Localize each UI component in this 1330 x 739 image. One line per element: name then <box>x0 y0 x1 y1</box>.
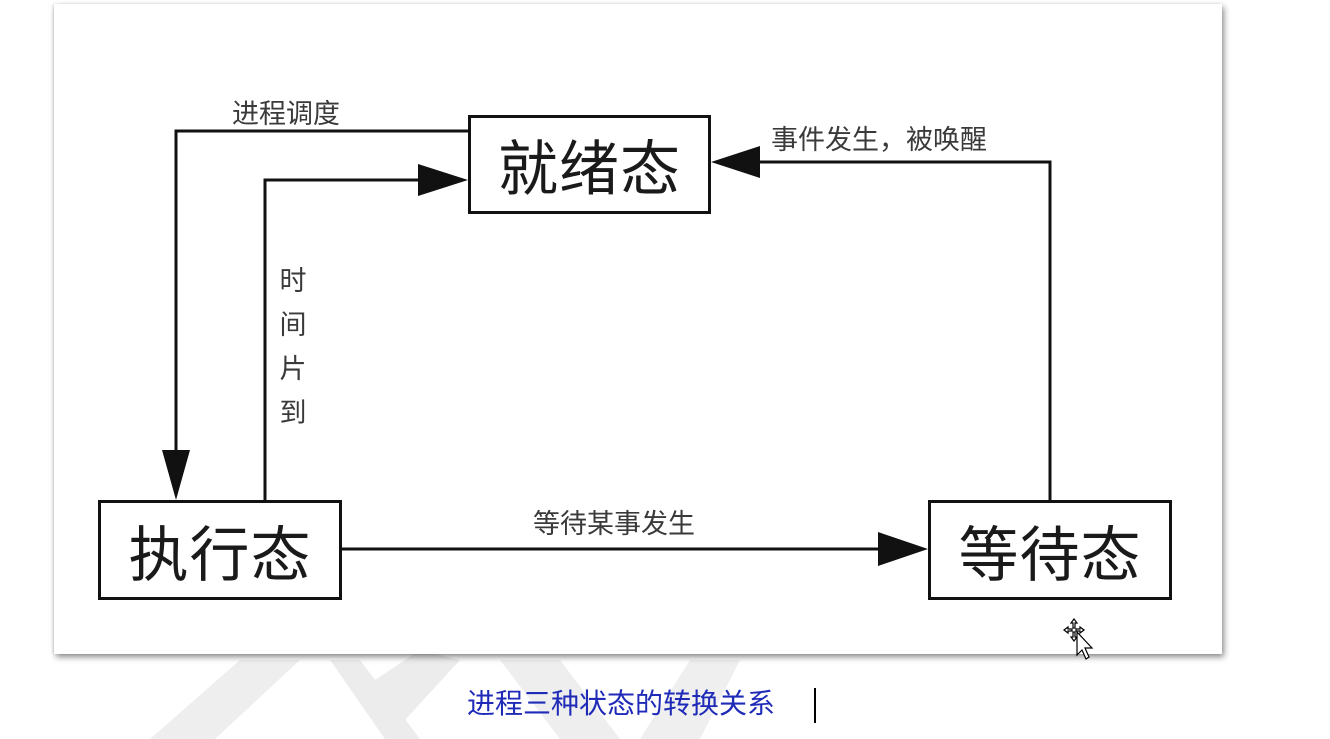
transition-wakeup-label: 事件发生，被唤醒 <box>771 125 987 156</box>
arrowhead-schedule <box>162 450 190 500</box>
state-running-box: 执行态 <box>98 500 342 600</box>
state-waiting-box: 等待态 <box>928 500 1172 600</box>
arrow-schedule <box>174 129 468 460</box>
state-waiting-label: 等待态 <box>958 520 1142 591</box>
arrowhead-timeslice <box>418 164 468 196</box>
arrow-wakeup <box>752 160 1052 500</box>
arrowhead-wakeup <box>711 146 760 178</box>
transition-timeslice-label: 时间片到 <box>279 266 307 429</box>
move-cursor-icon <box>1063 618 1094 660</box>
state-ready-box: 就绪态 <box>468 115 711 214</box>
arrowhead-wait <box>878 532 928 566</box>
transition-schedule-label: 进程调度 <box>232 99 340 130</box>
transition-wait-label: 等待某事发生 <box>533 509 695 540</box>
text-cursor <box>814 688 816 723</box>
figure-caption[interactable]: 进程三种状态的转换关系 <box>467 687 776 720</box>
arrow-timeslice <box>263 178 428 500</box>
state-running-label: 执行态 <box>128 520 312 591</box>
state-ready-label: 就绪态 <box>498 135 681 205</box>
